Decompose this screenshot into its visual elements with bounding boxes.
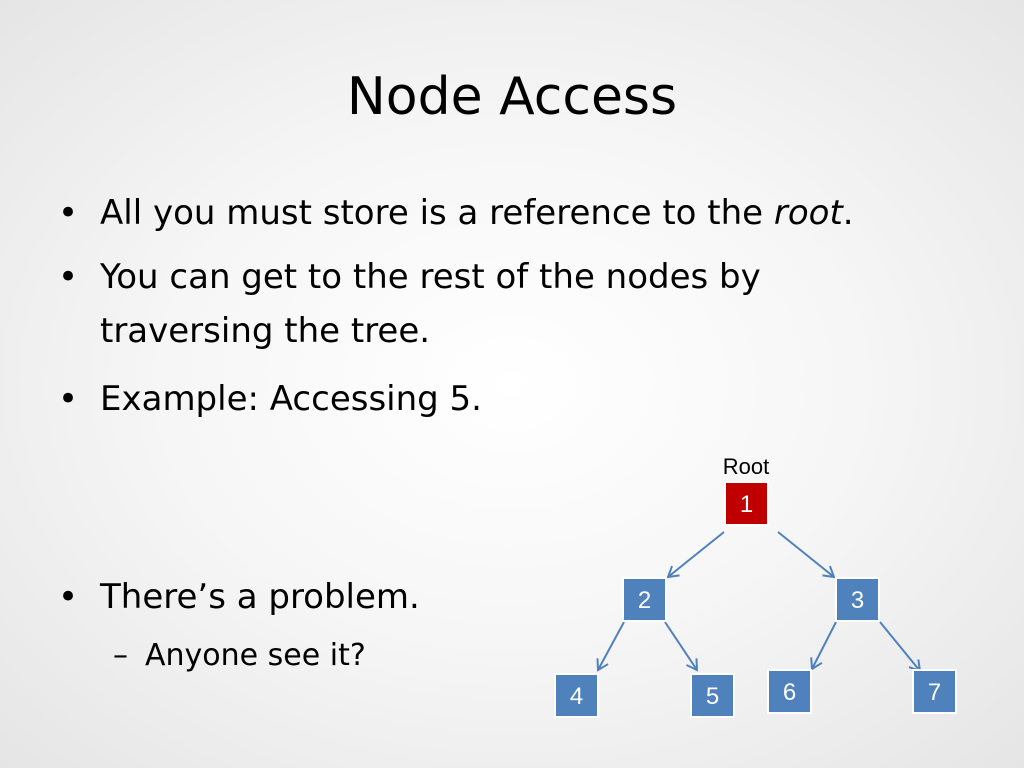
node-label: 7 <box>928 679 941 706</box>
bullet-text: There’s a problem. <box>100 577 420 617</box>
node-label: 5 <box>706 683 719 710</box>
bullet-text: Example: Accessing 5. <box>100 379 482 419</box>
sub-bullet-text: Anyone see it? <box>145 638 366 673</box>
node-label: 2 <box>638 587 651 614</box>
node-label: 4 <box>570 683 583 710</box>
tree-node-7: 7 <box>912 669 957 714</box>
tree-node-4: 4 <box>554 673 599 718</box>
bullet-root-reference: All you must store is a reference to the… <box>58 186 854 240</box>
tree-node-2: 2 <box>622 577 667 622</box>
bullet-traversing: You can get to the rest of the nodes by t… <box>58 250 761 358</box>
tree-node-3: 3 <box>835 577 880 622</box>
edge-1-2 <box>666 531 725 579</box>
bullet-line-2: traversing the tree. <box>100 311 431 351</box>
tree-node-5: 5 <box>690 673 735 718</box>
edge-2-4 <box>596 621 625 672</box>
bullet-suffix: . <box>842 193 854 233</box>
bullet-example: Example: Accessing 5. <box>58 372 482 426</box>
tree-node-1: 1 <box>724 481 769 526</box>
edge-3-7 <box>879 621 922 673</box>
node-label: 3 <box>851 587 864 614</box>
slide-title: Node Access <box>346 67 678 127</box>
edge-1-3 <box>777 531 836 579</box>
node-label: 6 <box>783 679 796 706</box>
bullet-line-1: You can get to the rest of the nodes by <box>100 257 761 297</box>
bullet-problem: There’s a problem. <box>58 570 420 624</box>
tree-node-6: 6 <box>767 669 812 714</box>
root-label: Root <box>723 454 769 479</box>
edge-2-5 <box>664 621 699 672</box>
bullet-text: All you must store is a reference to the <box>100 193 774 233</box>
edge-3-6 <box>810 621 837 671</box>
node-label: 1 <box>740 491 753 518</box>
root-emphasis: root <box>773 193 843 233</box>
sub-bullet-question: Anyone see it? <box>113 634 366 678</box>
